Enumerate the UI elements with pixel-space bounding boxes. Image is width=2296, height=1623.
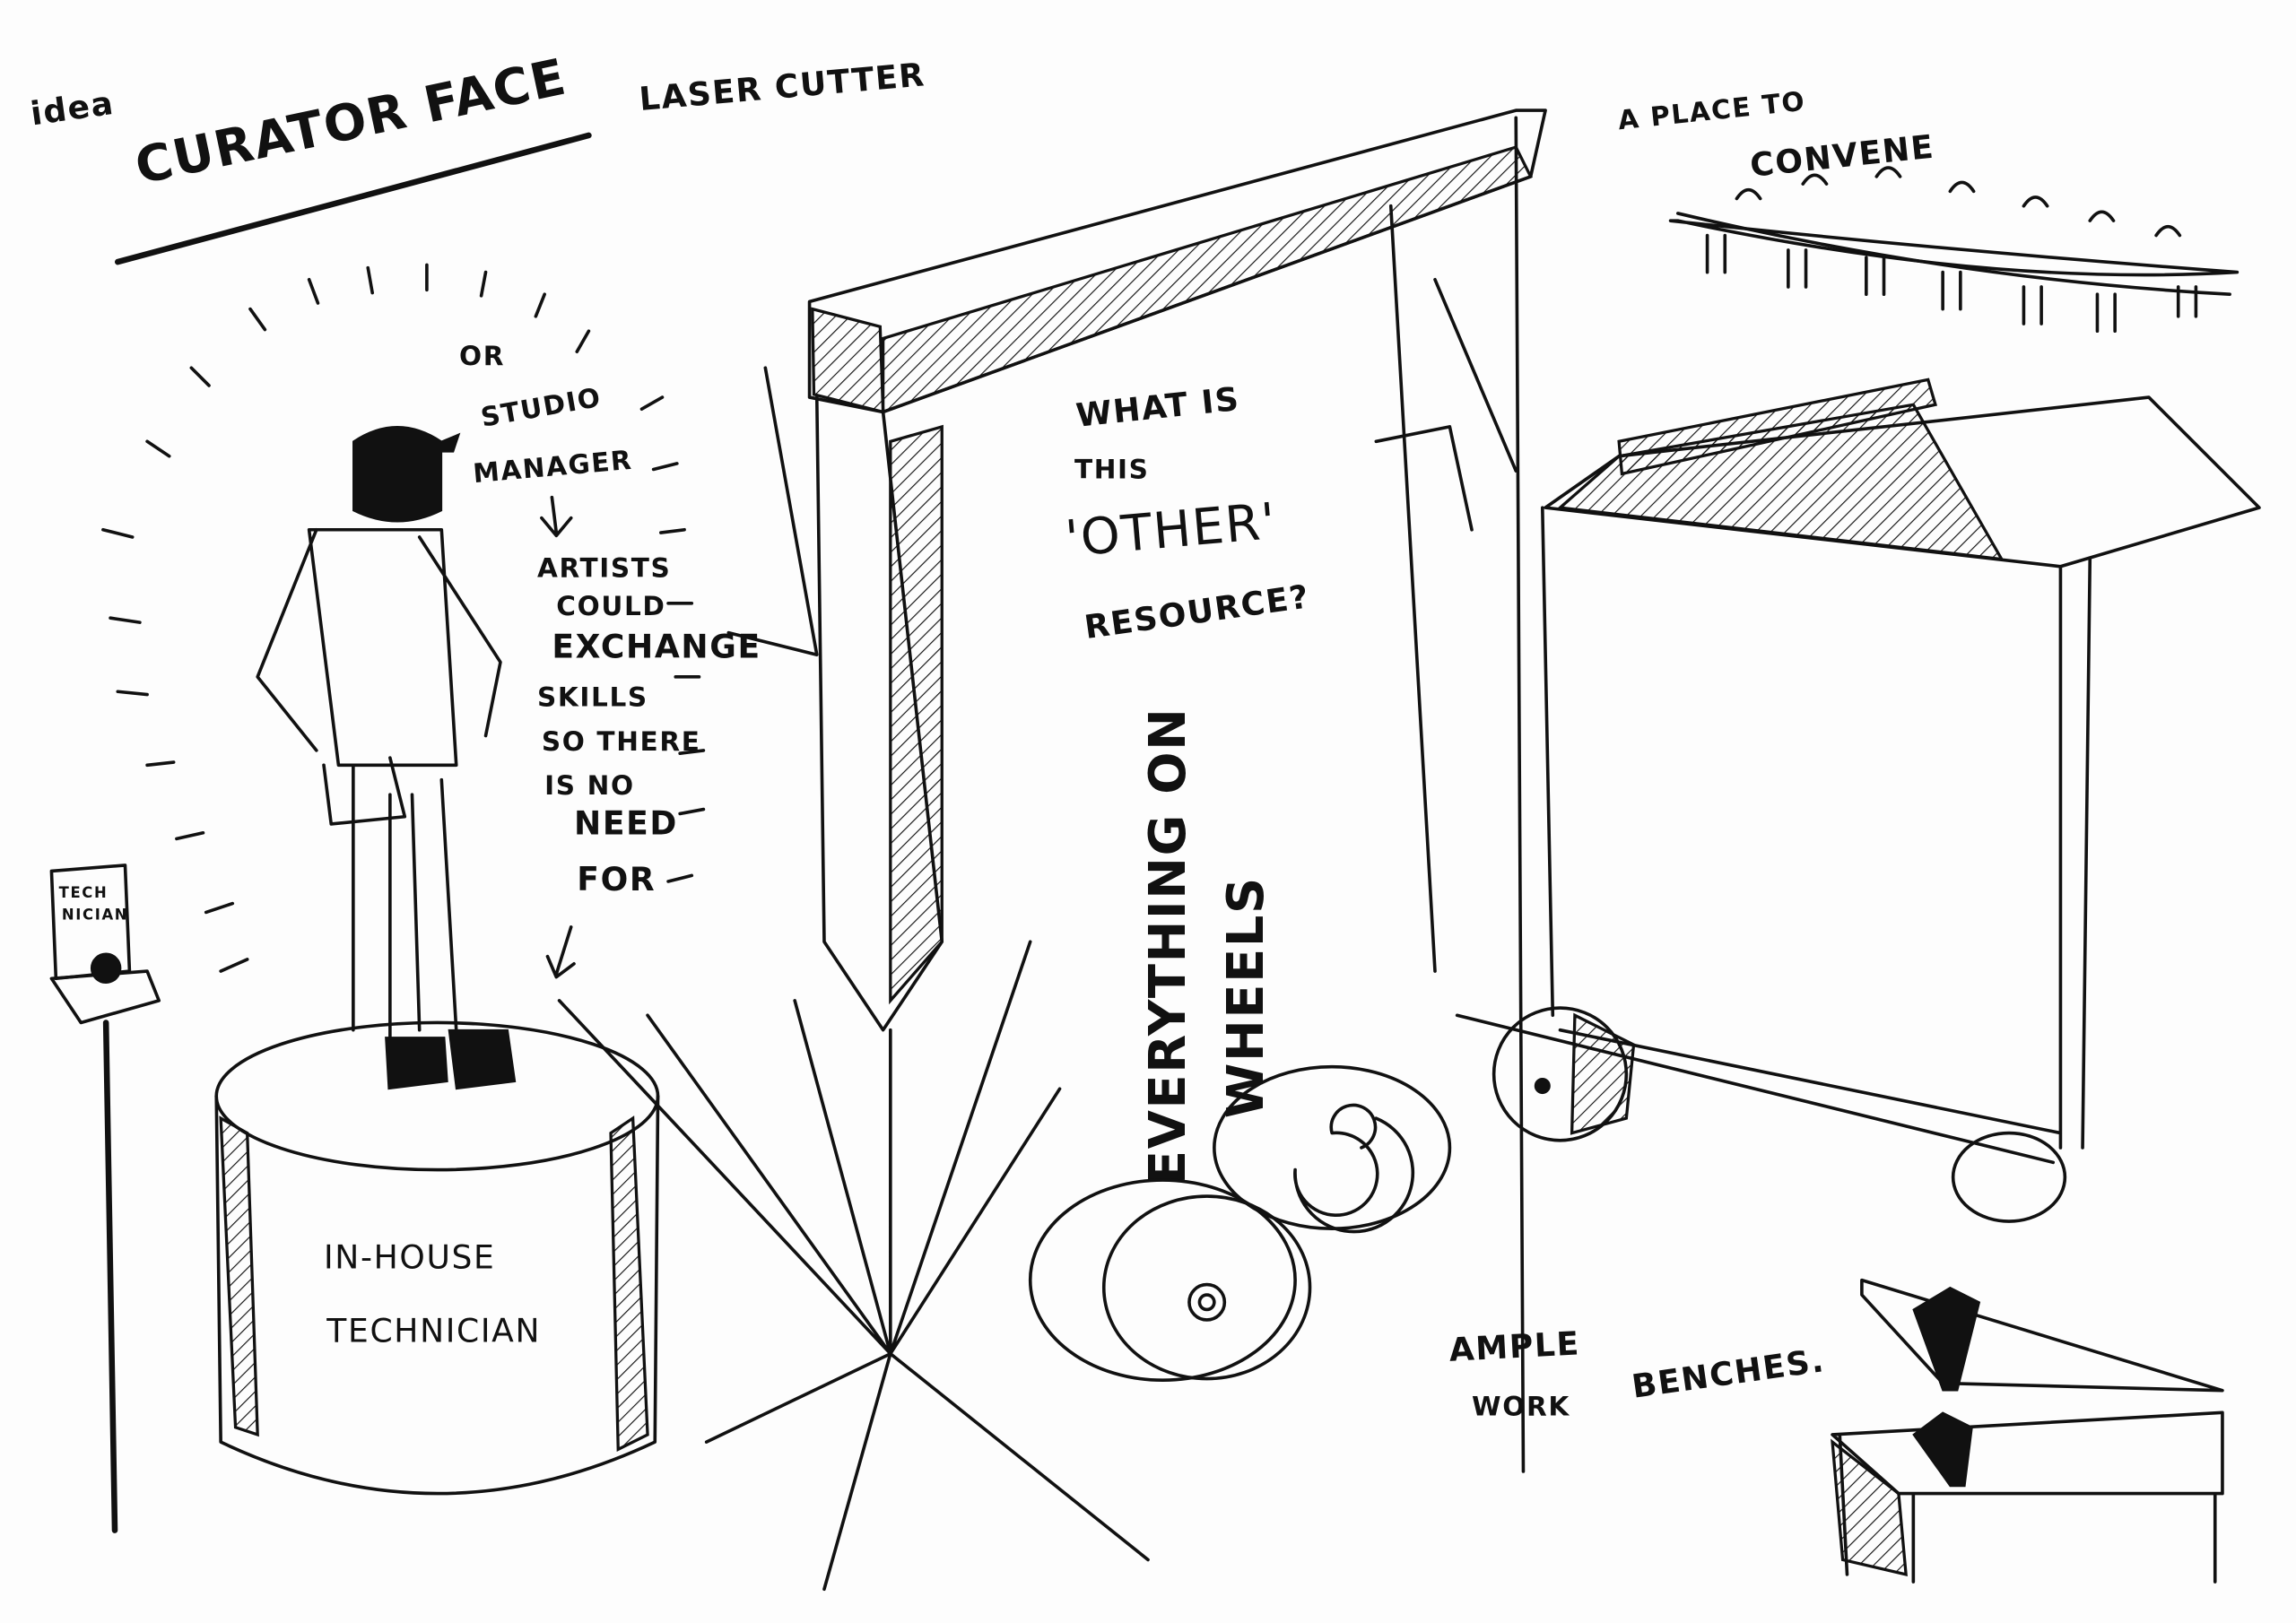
note-place-to-convene-1: A PLACE TO	[1616, 86, 1807, 136]
pedestal-label-1: IN-HOUSE	[324, 1238, 495, 1277]
note-studio-manager-2: STUDIO	[479, 382, 604, 433]
note-exchange-1: ARTISTS	[537, 552, 672, 583]
note-exchange-8: FOR	[577, 860, 656, 898]
benches-label-1: AMPLE	[1448, 1324, 1581, 1369]
note-curator-face: CURATOR FACE	[130, 48, 571, 195]
sign-label-1: TECH	[59, 884, 109, 901]
note-exchange-7: NEED	[574, 803, 678, 842]
question-4: RESOURCE?	[1082, 577, 1312, 647]
halo-dashes	[101, 263, 706, 973]
note-studio-manager-1: OR	[459, 341, 505, 371]
question-3: 'OTHER'	[1063, 492, 1279, 568]
sign-label-2: NICIAN	[62, 907, 128, 924]
note-exchange-2: COULD	[556, 591, 665, 621]
work-benches	[1831, 1278, 2224, 1584]
benches-label-2: WORK	[1472, 1392, 1570, 1422]
note-exchange-3: EXCHANGE	[552, 628, 761, 666]
note-place-to-convene-2: CONVENE	[1748, 127, 1936, 185]
scribbled-word: idea	[28, 83, 117, 134]
pedestal-label-2: TECHNICIAN	[326, 1312, 541, 1350]
arrow-down-2	[545, 925, 576, 979]
arrow-down	[540, 495, 573, 538]
wheels-label-1: EVERYTHING ON	[1139, 707, 1197, 1184]
note-exchange-5: SO THERE	[542, 726, 701, 757]
mobile-cart	[1455, 378, 2261, 1223]
note-exchange-6: IS NO	[544, 770, 635, 801]
note-exchange-4: SKILLS	[537, 682, 648, 713]
wheels-label-2: WHEELS	[1217, 876, 1275, 1118]
note-laser-cutter: LASER CUTTER	[638, 55, 926, 118]
technician-sign	[49, 864, 161, 1533]
note-studio-manager-3: MANAGER	[472, 445, 634, 489]
radiating-lines	[557, 940, 1150, 1592]
underline-stroke	[114, 132, 592, 265]
laser-cutter-gantry	[726, 108, 1547, 1473]
conference-table-drawing	[1668, 166, 2239, 334]
pedestal-cylinder	[214, 1020, 660, 1496]
benches-label-3: BENCHES.	[1630, 1341, 1827, 1406]
wheel-drawings	[1028, 1064, 1452, 1383]
question-2: THIS	[1074, 454, 1150, 484]
question-1: WHAT IS	[1074, 379, 1242, 435]
technician-figure	[256, 426, 517, 1090]
